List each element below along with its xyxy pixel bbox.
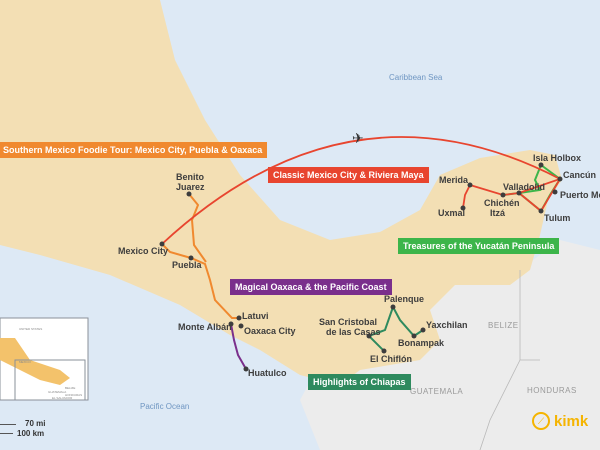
place-bonampak: Bonampak [398,338,445,348]
route-foodie [161,193,239,319]
route-tag-classic[interactable]: Classic Mexico City & Riviera Maya [268,167,429,183]
place-oaxaca-city: Oaxaca City [244,326,296,336]
place-el-chiflon: El Chiflón [370,354,412,364]
place-mexico-city: Mexico City [118,246,169,256]
compass-icon: ⟋ [532,412,550,430]
place-juarez: Juarez [176,182,205,192]
route-tag-chiapas[interactable]: Highlights of Chiapas [308,374,411,390]
route-tag-yucatan[interactable]: Treasures of the Yucatán Peninsula [398,238,560,254]
plane-icon: ✈ [352,130,364,146]
label-pacific-ocean: Pacific Ocean [140,402,190,411]
place-san-cristobal-1: San Cristobal [319,317,378,327]
place-cancun: Cancún [563,170,597,180]
place-isla-holbox: Isla Holbox [533,153,582,163]
inset-guatemala: GUATEMALA [48,390,67,394]
inset-mexico: MEXICO [19,360,31,364]
scale-miles: 70 mi [25,419,46,428]
place-valladolid: Valladolid [503,182,546,192]
label-caribbean-sea: Caribbean Sea [389,73,443,82]
mexico-land [0,0,562,385]
scale-km: 100 km [17,429,45,438]
inset-honduras: HONDURAS [65,393,83,397]
place-san-cristobal-2: de las Casas [326,327,381,337]
place-merida: Merida [439,175,469,185]
scale-bar-km [0,433,13,434]
place-palenque: Palenque [384,294,425,304]
border-line [479,270,540,450]
place-chichen: Chichén [484,198,520,208]
kimkim-logo: ⟋ kimk [532,412,588,430]
place-puerto-morelos: Puerto Mo [560,190,600,200]
logo-text: kimk [554,412,589,430]
place-tulum: Tulum [544,213,571,223]
place-huatulco: Huatulco [248,368,287,378]
label-belize: BELIZE [488,321,519,330]
route-tag-oaxaca-pacific[interactable]: Magical Oaxaca & the Pacific Coast [230,279,392,295]
route-oaxaca-pacific [230,323,247,370]
inset-el-salvador: EL SALVADOR [52,396,73,400]
inset-belize: BELIZE [65,386,76,390]
place-latuvi: Latuvi [242,311,269,321]
scale-bar-miles [0,424,16,425]
place-monte-alban: Monte Albán [178,322,232,332]
place-uxmal: Uxmal [438,208,466,218]
place-yaxchilan: Yaxchilan [426,320,468,330]
label-guatemala: GUATEMALA [410,387,464,396]
inset-map [0,317,89,401]
label-honduras: HONDURAS [527,386,577,395]
place-itza: Itzá [490,208,506,218]
place-markers [159,162,563,372]
place-puebla: Puebla [172,260,202,270]
place-benito: Benito [176,172,204,182]
route-tag-foodie[interactable]: Southern Mexico Foodie Tour: Mexico City… [0,142,268,158]
inset-united-states: UNITED STATES [19,327,43,331]
